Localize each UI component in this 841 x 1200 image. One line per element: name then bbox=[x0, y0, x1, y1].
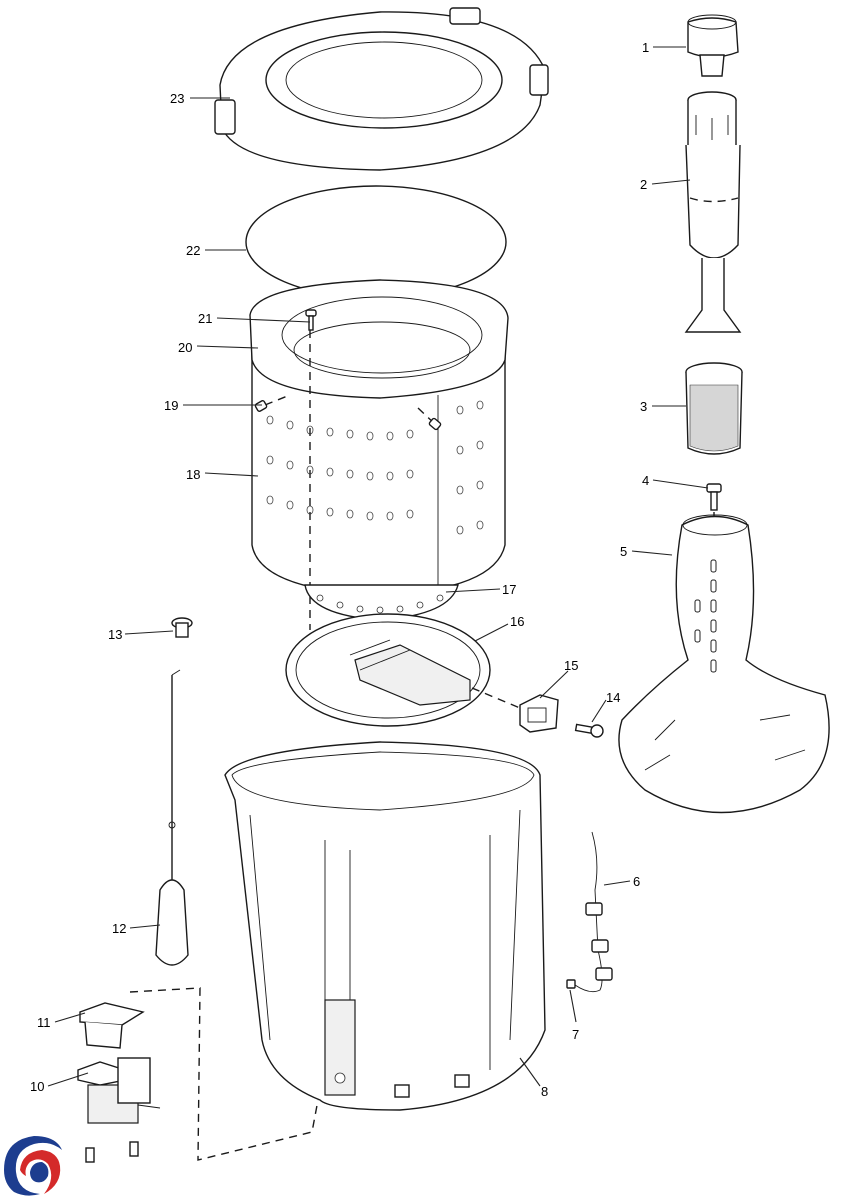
callout-10: 10 bbox=[30, 1079, 44, 1094]
part-14-screw bbox=[574, 723, 604, 738]
part-12-suspension-rod bbox=[155, 669, 189, 966]
callout-20: 20 bbox=[178, 340, 192, 355]
callout-4: 4 bbox=[642, 473, 649, 488]
callout-13: 13 bbox=[108, 627, 122, 642]
part-21-screw bbox=[305, 309, 317, 331]
part-5-agitator bbox=[618, 514, 830, 814]
part-11-bracket bbox=[79, 1002, 145, 1049]
part-6-hose bbox=[574, 831, 613, 993]
callouts: 1 2 3 4 5 6 7 8 10 11 12 13 14 15 16 17 … bbox=[30, 40, 649, 1099]
callout-2: 2 bbox=[640, 177, 647, 192]
callout-5: 5 bbox=[620, 544, 627, 559]
brand-swirl-logo bbox=[4, 1136, 62, 1196]
part-7-clip bbox=[566, 979, 576, 989]
part-19-screw bbox=[254, 400, 442, 431]
part-4-screw bbox=[706, 483, 722, 511]
part-3-lint-filter bbox=[685, 362, 743, 455]
part-18-spin-basket bbox=[249, 279, 509, 630]
callout-12: 12 bbox=[112, 921, 126, 936]
basket-perforations bbox=[266, 400, 484, 535]
callout-17: 17 bbox=[502, 582, 516, 597]
callout-19: 19 bbox=[164, 398, 178, 413]
callout-15: 15 bbox=[564, 658, 578, 673]
part-16-shield-plate bbox=[285, 613, 491, 727]
part-2-agitator-shaft bbox=[684, 91, 742, 333]
callout-11: 11 bbox=[37, 1015, 51, 1030]
callout-14: 14 bbox=[606, 690, 620, 705]
callout-16: 16 bbox=[510, 614, 524, 629]
callout-3: 3 bbox=[640, 399, 647, 414]
part-8-outer-tub bbox=[224, 741, 546, 1111]
callout-22: 22 bbox=[186, 243, 200, 258]
callout-23: 23 bbox=[170, 91, 184, 106]
part-23-tub-ring bbox=[214, 7, 549, 171]
part-13-cap bbox=[171, 617, 193, 638]
leader-lines bbox=[47, 46, 709, 1087]
part-10-switch bbox=[77, 1057, 161, 1124]
callout-7: 7 bbox=[572, 1027, 579, 1042]
callout-18: 18 bbox=[186, 467, 200, 482]
callout-6: 6 bbox=[633, 874, 640, 889]
callout-8: 8 bbox=[541, 1084, 548, 1099]
part-15-bracket bbox=[519, 694, 559, 733]
screw-pair bbox=[85, 1141, 139, 1163]
callout-1: 1 bbox=[642, 40, 649, 55]
part-1-cap bbox=[687, 14, 739, 77]
callout-21: 21 bbox=[198, 311, 212, 326]
